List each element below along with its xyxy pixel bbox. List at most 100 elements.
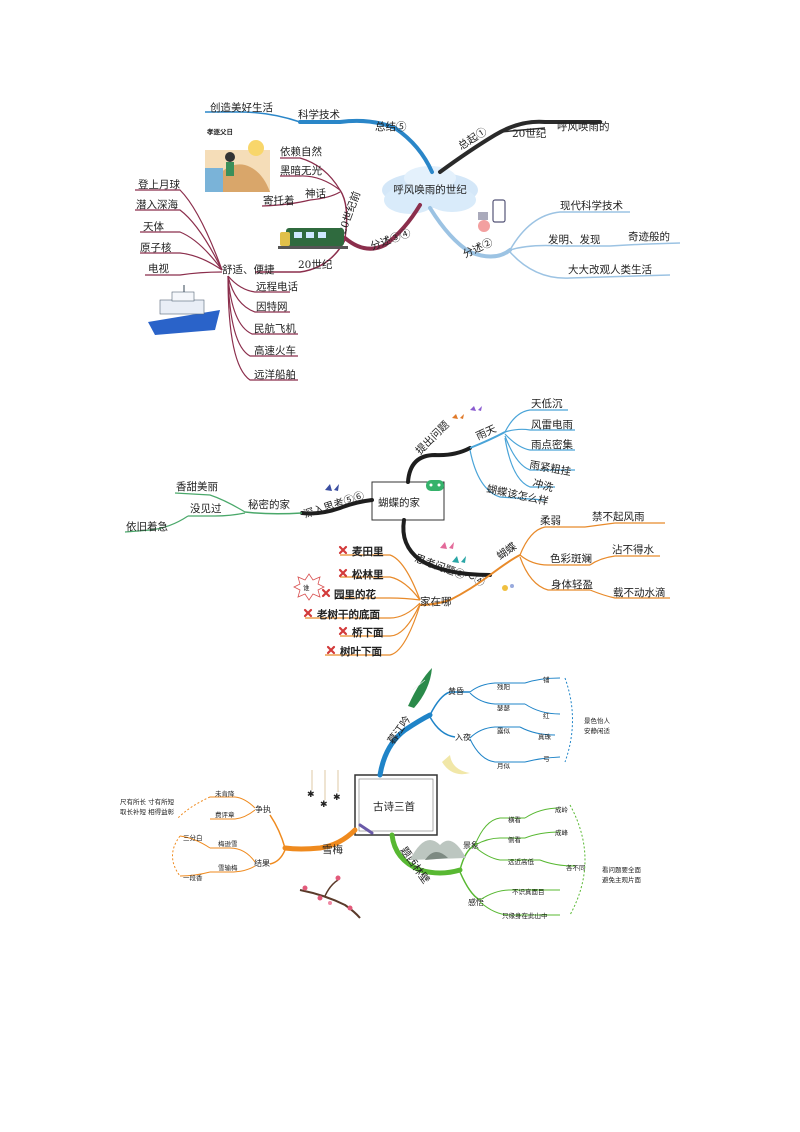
mind-map-poems: 古诗三首 暮江吟 黄昏 入夜 残阳 瑟瑟 露似 月似 铺 红 真珠 弓 景色怡人… [120, 668, 642, 920]
mountain-painting [410, 840, 466, 860]
label-hong: 红 [543, 711, 550, 720]
star-icon: ✱ [333, 793, 341, 803]
label-ganwu: 感悟 [468, 897, 484, 907]
label-mimi: 秘密的家 [248, 498, 290, 511]
train-illustration [278, 228, 348, 249]
label-rouruo: 柔弱 [540, 515, 561, 527]
label-chuangzao: 创造美好生活 [210, 101, 273, 114]
branch-shenru: 深入思考⑤⑥ [302, 490, 366, 521]
label-chengling: 成岭 [555, 805, 569, 814]
label-jituo: 寄托着 [263, 194, 295, 207]
butterflies-icon-down [440, 542, 514, 591]
label-chongxi: 冲洗 [531, 476, 555, 494]
note-chiyou-line2: 取长补短 相得益彰 [120, 807, 175, 816]
label-faming: 发明、发现 [548, 233, 601, 246]
branch-zongjie: 总结⑤ [375, 120, 407, 133]
label-bushi: 不识真面目 [512, 887, 545, 896]
label-xiandai: 现代科学技术 [560, 199, 623, 212]
label-yuanyang: 远洋船舶 [254, 368, 296, 381]
label-shushi: 舒适、便捷 [222, 263, 275, 276]
mind-map-century: 呼风唤雨的世纪 总起① 20世纪 呼风唤雨的 分述② 现代科学技术 发明、发现 … [135, 101, 681, 381]
branch-tichu: 提出问题 [413, 418, 452, 457]
label-yijiu: 依旧着急 [126, 520, 168, 533]
label-shenti: 身体轻盈 [551, 578, 593, 591]
label-laoshugan: 老树干的底面 [316, 608, 380, 621]
label-sanfenbai: 三分白 [183, 833, 203, 842]
gamepad-icon [426, 480, 444, 491]
label-zaibudong: 载不动水滴 [613, 586, 666, 599]
label-tiandichen: 天低沉 [531, 397, 563, 410]
label-gaosu: 高速火车 [254, 344, 296, 357]
label-yuanzi: 原子核 [140, 241, 172, 254]
label-meijianguo: 没见过 [190, 502, 222, 515]
label-jiazaina: 家在哪 [420, 595, 452, 608]
label-chengfeng: 成峰 [555, 828, 569, 837]
label-meixunxue: 梅逊雪 [218, 839, 238, 848]
label-gebutong: 各不同 [566, 863, 586, 872]
label-heian: 黑暗无光 [280, 164, 322, 177]
note-chiyou-line1: 尺有所长 寸有所短 [120, 797, 175, 806]
center-node-cloud [382, 166, 478, 214]
label-xueshumei: 雪输梅 [218, 863, 238, 872]
butterflies-icon [452, 406, 482, 419]
label-lusi: 露似 [497, 727, 511, 735]
label-sese: 瑟瑟 [497, 704, 511, 712]
label-shuye: 树叶下面 [340, 645, 382, 658]
moon-icon [442, 755, 470, 775]
label-songlin: 松林里 [352, 568, 384, 581]
label-secai: 色彩斑斓 [550, 552, 592, 565]
note-kanwenti: 看问题要全面避免主观片面 [602, 865, 642, 884]
mind-map-butterfly: 蝴蝶的家 提出问题 雨天 天低沉 风雷电雨 雨点密集 雨紧粗挂 冲洗 蝴蝶该怎么… [124, 397, 670, 658]
label-zhanbude: 沾不得水 [612, 543, 654, 556]
label-yuancheng: 远程电话 [256, 280, 298, 293]
leaf-illustration [408, 668, 432, 708]
center-poems: 古诗三首 [373, 800, 415, 813]
label-jingxiang: 景象 [463, 840, 479, 850]
label-xiangtian: 香甜美丽 [176, 480, 218, 493]
badge-text: 谁 [303, 583, 310, 592]
star-icon: ✱ [307, 790, 315, 800]
note-jingse: 景色怡人安静闲适 [584, 716, 611, 735]
label-cekan: 侧看 [508, 835, 522, 844]
label-qiji: 奇迹般的 [628, 230, 670, 243]
label-shenhua: 神话 [305, 187, 326, 200]
label-20shiji: 20世纪 [512, 128, 547, 140]
label-weikenjiang: 未肯降 [215, 789, 235, 798]
label-gaiguan: 大大改观人类生活 [568, 263, 652, 276]
label-jinbuqi: 禁不起风雨 [592, 511, 645, 523]
plum-blossom-illustration [299, 875, 361, 919]
label-yilai: 依赖自然 [280, 145, 322, 158]
label-minhang: 民航飞机 [254, 322, 296, 335]
label-yinte: 因特网 [256, 301, 288, 313]
note-jingse-line1: 景色怡人 [584, 716, 611, 725]
butterfly-icon-left [325, 484, 339, 491]
label-yutian: 雨天 [474, 423, 499, 443]
burst-badge-icon [293, 573, 325, 601]
label-canyang: 残阳 [497, 682, 510, 691]
label-zhenzhu: 真珠 [538, 732, 552, 741]
kuafu-caption: 孝逐父日 [206, 127, 233, 136]
ship-illustration [148, 285, 220, 335]
label-huanghun: 黄昏 [448, 686, 464, 696]
label-jieguo: 结果 [254, 858, 270, 868]
note-chiyou: 尺有所长 寸有所短取长补短 相得益彰 [120, 797, 175, 816]
center-butterfly: 蝴蝶的家 [378, 496, 420, 509]
label-yueqiu: 登上月球 [138, 178, 180, 191]
branch-fenshu34: 分述③④ [369, 227, 413, 253]
label-yudian: 雨点密集 [531, 438, 573, 451]
label-yuanli: 园里的花 [334, 588, 376, 601]
label-yiduanxiang: 一段香 [183, 873, 203, 882]
label-hufeng: 呼风唤雨的 [557, 120, 610, 133]
star-ornaments: ✱ ✱ ✱ [307, 770, 341, 810]
robot-phone-icon [478, 199, 506, 232]
label-pu: 铺 [543, 675, 550, 684]
label-gong: 弓 [543, 755, 550, 763]
kuafu-illustration [205, 140, 270, 192]
center-title: 呼风唤雨的世纪 [393, 183, 467, 196]
note-kanwenti-line2: 避免主观片面 [602, 875, 642, 884]
note-jingse-line2: 安静闲适 [584, 726, 611, 735]
star-icon: ✱ [320, 800, 328, 810]
label-yuesi: 月似 [497, 762, 511, 770]
branch-xuemei: 雪梅 [322, 843, 343, 856]
